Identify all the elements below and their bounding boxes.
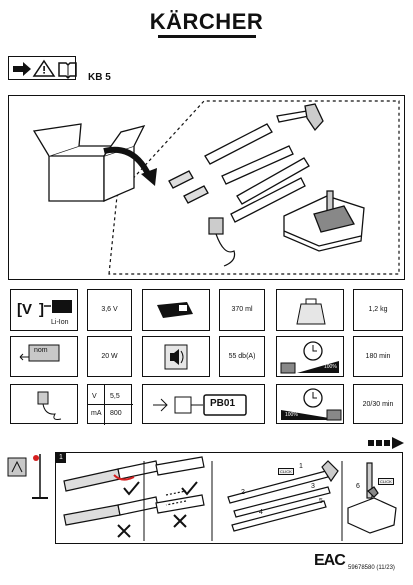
click-label-2: CLICK: [378, 478, 394, 485]
weight-value: 1,2 kg: [368, 306, 388, 313]
charger-rating-cell: V 5,5 mA 800: [87, 384, 133, 425]
charge-time-icon-cell: 100%: [276, 336, 344, 377]
arrow-warning-book-icons: [13, 59, 77, 80]
click-label-1: CLICK: [278, 468, 294, 475]
next-arrow-icon: [368, 437, 404, 449]
noise-icon-cell: [142, 336, 210, 377]
extension-tube-icons: [168, 123, 310, 223]
container-volume-cell: 370 ml: [219, 289, 265, 331]
delivery-scope-panel: [8, 95, 405, 280]
battery-voltage-icon-cell: [V ] Li-Ion: [10, 289, 78, 331]
part-number-3: 3: [311, 483, 315, 490]
svg-text:]: ]: [39, 301, 44, 318]
voltage-value: 3,6 V: [101, 306, 118, 313]
voltage-value-cell: 3,6 V: [87, 289, 132, 331]
charger-v-label: V: [92, 393, 97, 400]
unpack-arrow-icon: [103, 146, 152, 178]
charge-time-value: 180 min: [365, 353, 391, 360]
charge-power-value-cell: 20 W: [87, 336, 132, 377]
brand-logo: KÄRCHER: [149, 9, 264, 34]
weight-value-cell: 1,2 kg: [353, 289, 403, 331]
safety-icons-box: [8, 56, 77, 80]
svg-text:[V: [V: [17, 301, 32, 318]
eac-mark: EAC: [314, 552, 346, 569]
cardboard-box-icon: [32, 123, 146, 202]
charger-icon-cell: [10, 384, 78, 424]
part-number-2: 2: [241, 489, 245, 496]
part-number-4: 4: [259, 509, 263, 516]
assembly-step-panel: 1: [55, 452, 403, 544]
run-time-value: 20/30 min: [362, 401, 394, 408]
protection-icon-cell: PB01: [142, 384, 265, 424]
container-icon-cell: [142, 289, 210, 331]
nominal-label: nom: [34, 347, 48, 354]
charger-ma-label: mA: [91, 410, 102, 417]
part-number-1: 1: [299, 463, 303, 470]
model-name: KB 5: [88, 72, 111, 83]
noise-level-value: 55 db(A): [228, 353, 256, 360]
charge-power-value: 20 W: [101, 353, 118, 360]
sweeper-base-icon: [283, 190, 365, 252]
logo-underline: [158, 35, 256, 38]
assembly-illustration: [63, 456, 397, 541]
container-volume-value: 370 ml: [231, 306, 253, 313]
part-number-5: 5: [319, 498, 323, 505]
step-number-badge: 1: [56, 453, 66, 463]
run-time-icon-cell: 100%: [276, 384, 344, 424]
assembly-sidebar: [6, 452, 52, 504]
delivery-illustration: [32, 100, 400, 275]
run-level-label: 100%: [285, 412, 298, 418]
run-time-value-cell: 20/30 min: [353, 384, 403, 424]
full-charge-label: 100%: [324, 364, 337, 370]
battery-type-label: Li-Ion: [51, 319, 69, 326]
charge-time-value-cell: 180 min: [353, 336, 403, 377]
protection-code: PB01: [210, 398, 236, 409]
charger-ma-value: 800: [110, 410, 122, 417]
handle-icon: [276, 103, 324, 132]
charger-icon: [208, 217, 236, 267]
charge-power-icon-cell: nom: [10, 336, 78, 377]
noise-value-cell: 55 db(A): [219, 336, 265, 377]
charger-v-value: 5,5: [110, 393, 120, 400]
document-code: 59678580 (11/23): [348, 565, 395, 571]
part-number-6: 6: [356, 483, 360, 490]
weight-icon-cell: [276, 289, 344, 331]
